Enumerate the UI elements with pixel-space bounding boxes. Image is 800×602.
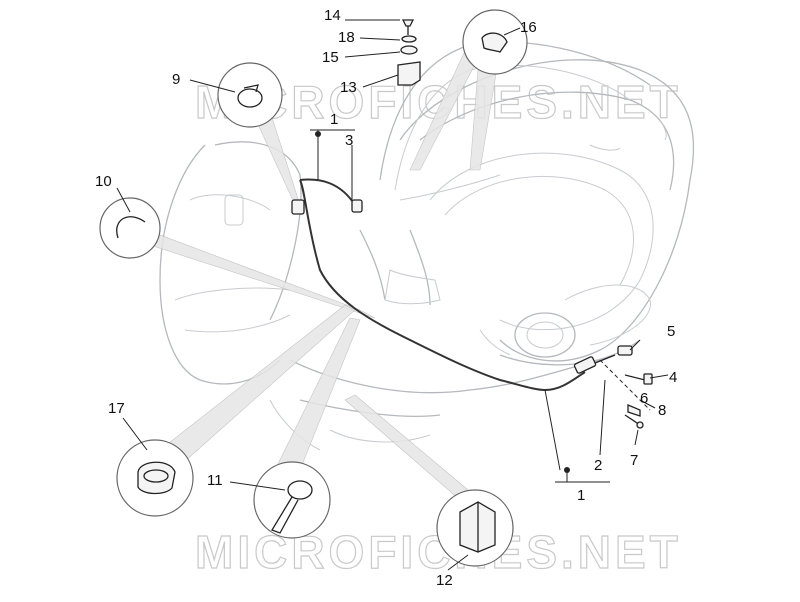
detail-circle-9: [217, 62, 283, 128]
group-dot-bottom: [564, 467, 570, 473]
callout-10: 10: [95, 173, 112, 190]
callout-group-1-top: 1: [330, 111, 338, 128]
screw-part: [401, 19, 415, 27]
group-dot-top: [315, 131, 321, 137]
callout-7: 7: [630, 452, 638, 469]
callout-6: 6: [640, 390, 648, 407]
detail-circle-16: [462, 9, 528, 75]
cable-clip-upper: [291, 199, 305, 215]
callout-14: 14: [324, 7, 341, 24]
detail-circle-17: [116, 439, 194, 517]
callout-8: 8: [658, 402, 666, 419]
detail-circle-12: [436, 489, 514, 567]
callout-5: 5: [667, 323, 675, 340]
callout-16: 16: [520, 19, 537, 36]
top-fastener-stack: [397, 19, 421, 86]
callout-2: 2: [594, 457, 602, 474]
callout-13: 13: [340, 79, 357, 96]
cable-end-fitting: [351, 199, 363, 213]
scooter-body-outline: [159, 41, 695, 451]
callout-12: 12: [436, 572, 453, 589]
callout-15: 15: [322, 49, 339, 66]
nut-part: [400, 45, 418, 55]
callout-9: 9: [172, 71, 180, 88]
washer-part: [401, 35, 417, 43]
callout-4: 4: [669, 369, 677, 386]
callout-group-1-bottom: 1: [577, 487, 585, 504]
callout-17: 17: [108, 400, 125, 417]
detail-circle-10: [99, 197, 161, 259]
bracket-part: [397, 61, 421, 86]
leader-lines: [116, 19, 669, 571]
callout-11: 11: [207, 472, 223, 489]
detail-circle-11: [253, 461, 331, 539]
callout-3: 3: [345, 132, 353, 149]
cable-nut-part: [617, 345, 633, 356]
detail-cones: [119, 39, 501, 501]
callout-18: 18: [338, 29, 355, 46]
hardware-group-right: [599, 345, 653, 429]
cable-adjuster-barrel: [573, 356, 597, 374]
